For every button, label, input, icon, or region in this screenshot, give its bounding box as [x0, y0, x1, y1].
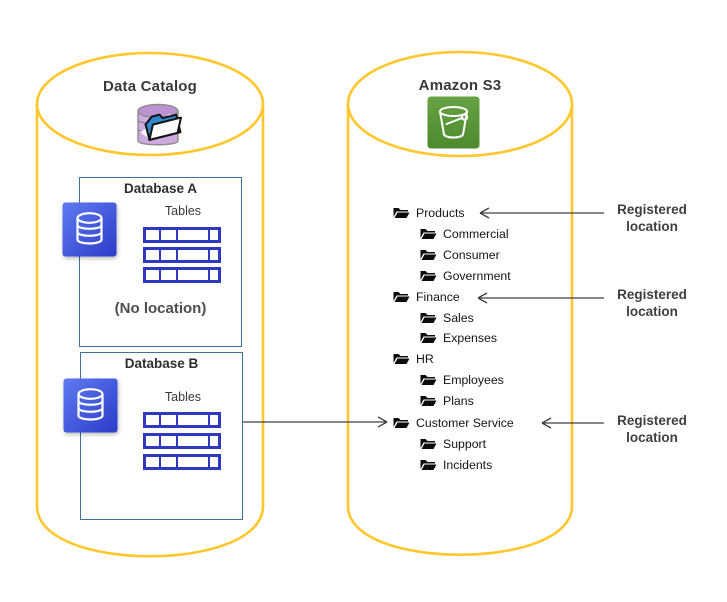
s3-folder-row: Customer Service: [393, 412, 514, 433]
table-row: [143, 227, 221, 243]
s3-folder-label: Products: [416, 205, 465, 220]
database-with-folder-icon: [122, 98, 194, 165]
database-icon: [63, 378, 118, 438]
s3-folder-row: Expenses: [420, 327, 497, 348]
s3-folder-row: Sales: [420, 307, 474, 328]
open-folder-icon: [420, 394, 437, 407]
s3-folder-row: Employees: [420, 369, 504, 390]
database-a-no-location-note: (No location): [114, 300, 207, 317]
s3-cylinder-bottom: [346, 504, 574, 556]
data-catalog-title: Data Catalog: [102, 78, 198, 95]
database-a-tables-label: Tables: [164, 204, 202, 218]
amazon-s3-title: Amazon S3: [418, 77, 502, 94]
open-folder-icon: [393, 416, 410, 429]
s3-folder-label: HR: [416, 351, 434, 366]
open-folder-icon: [420, 437, 437, 450]
s3-folder-label: Government: [443, 268, 511, 283]
s3-folder-row: Plans: [420, 390, 474, 411]
registered-arrow-finance: [477, 292, 604, 304]
s3-folder-row: Incidents: [420, 454, 492, 475]
database-icon: [62, 202, 117, 262]
database-b-tables-label: Tables: [164, 390, 202, 404]
open-folder-icon: [420, 458, 437, 471]
registered-location-label: Registered location: [617, 202, 687, 234]
s3-folder-row: Government: [420, 265, 511, 286]
s3-folder-label: Commercial: [443, 226, 509, 241]
s3-folder-row: HR: [393, 348, 434, 369]
registered-arrow-products: [479, 207, 604, 219]
s3-folder-row: Products: [393, 202, 465, 223]
table-row: [143, 433, 221, 449]
s3-folder-label: Employees: [443, 372, 504, 387]
s3-folder-label: Expenses: [443, 330, 498, 345]
s3-folder-label: Support: [443, 436, 487, 451]
open-folder-icon: [393, 352, 410, 365]
s3-folder-label: Finance: [416, 289, 460, 304]
table-row: [143, 247, 221, 263]
s3-bucket-icon: [427, 96, 480, 154]
database-a-title: Database A: [123, 181, 198, 196]
table-row: [143, 454, 221, 470]
s3-folder-label: Incidents: [443, 457, 493, 472]
open-folder-icon: [420, 248, 437, 261]
open-folder-icon: [420, 331, 437, 344]
open-folder-icon: [393, 206, 410, 219]
s3-folder-label: Consumer: [443, 247, 500, 262]
s3-folder-label: Plans: [443, 393, 474, 408]
s3-folder-row: Support: [420, 433, 486, 454]
s3-folder-row: Consumer: [420, 244, 500, 265]
database-b-location-arrow: [243, 416, 388, 428]
table-row: [143, 412, 221, 428]
open-folder-icon: [420, 269, 437, 282]
s3-folder-label: Customer Service: [416, 415, 514, 430]
registered-location-label: Registered location: [617, 287, 687, 319]
open-folder-icon: [420, 373, 437, 386]
registered-location-label: Registered location: [617, 413, 687, 445]
open-folder-icon: [393, 290, 410, 303]
open-folder-icon: [420, 227, 437, 240]
registered-arrow-customer-service: [541, 417, 604, 429]
s3-folder-row: Commercial: [420, 223, 509, 244]
s3-folder-row: Finance: [393, 286, 460, 307]
s3-folder-label: Sales: [443, 310, 474, 325]
table-row: [143, 267, 221, 283]
open-folder-icon: [420, 311, 437, 324]
database-b-title: Database B: [124, 356, 199, 371]
